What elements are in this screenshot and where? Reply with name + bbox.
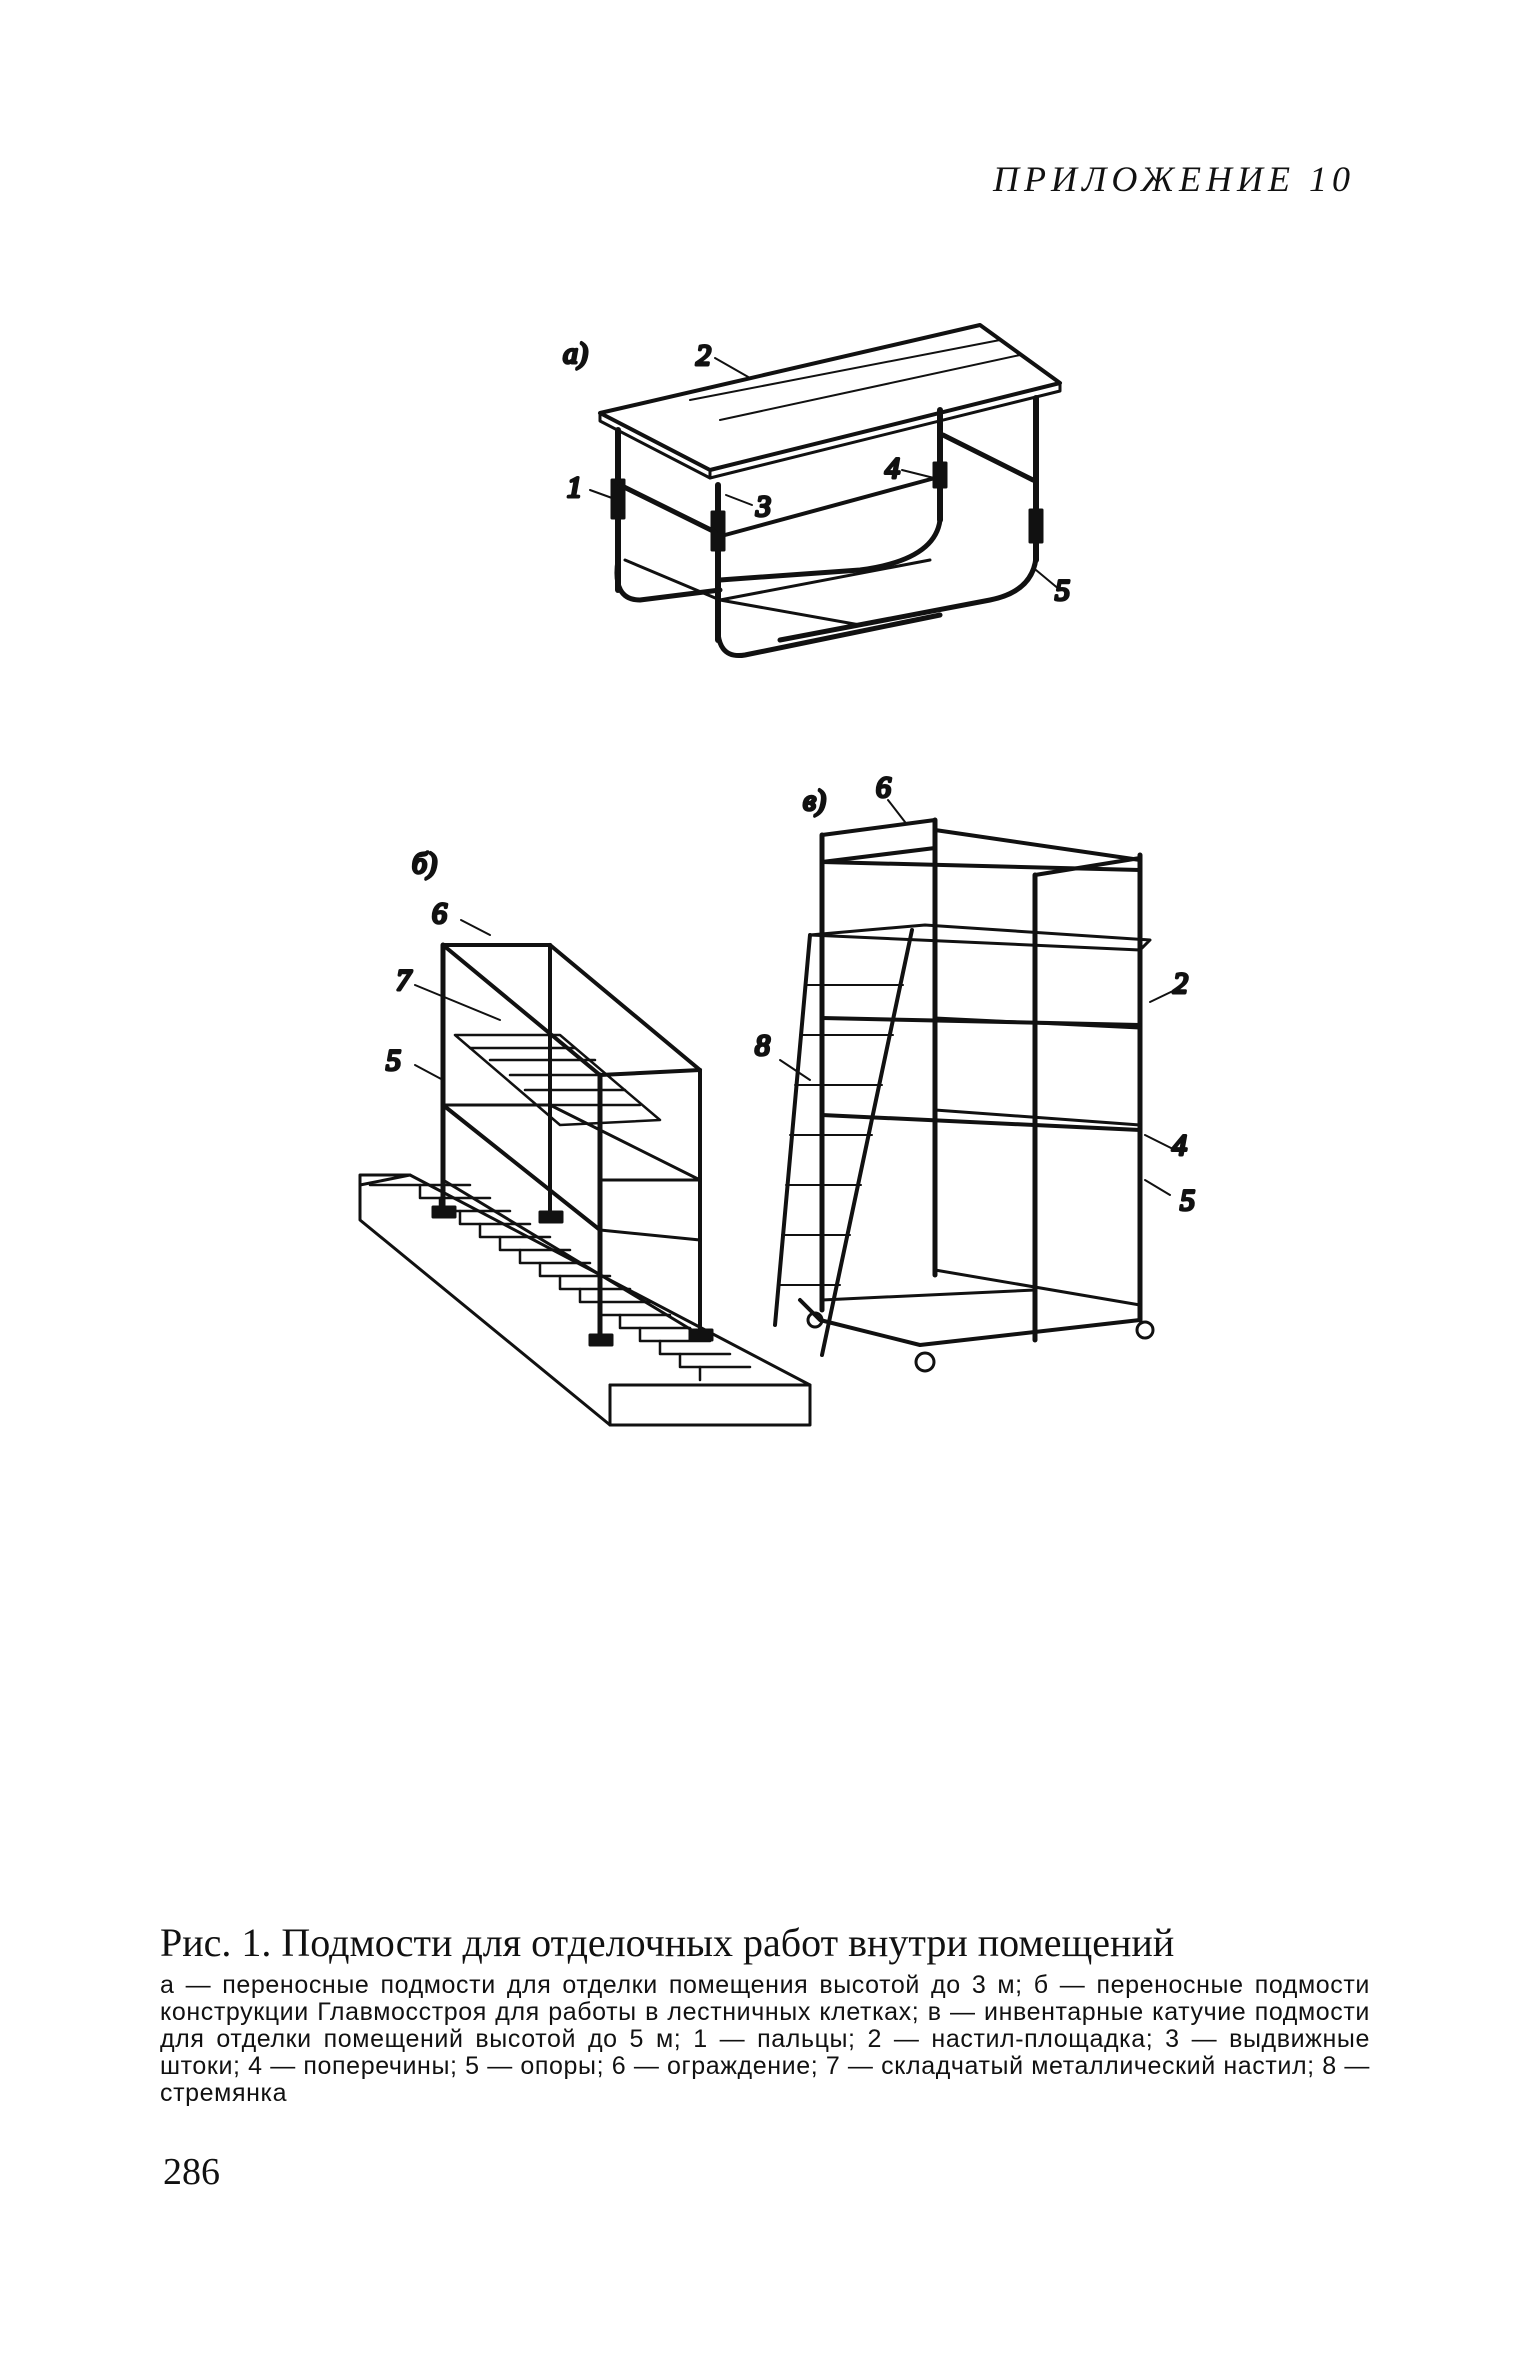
panel-a-callout-5: 5 xyxy=(1055,574,1070,607)
caption-legend: а — переносные подмости для отделки поме… xyxy=(160,1971,1370,2107)
panel-b-callout-7: 7 xyxy=(396,964,413,997)
panel-v-callout-5: 5 xyxy=(1180,1184,1195,1217)
panel-a-drawing xyxy=(589,323,1062,659)
page-number: 286 xyxy=(163,2151,220,2193)
panel-v-callout-6: 6 xyxy=(876,771,891,804)
panel-a-callout-1: 1 xyxy=(567,471,582,504)
panel-v-drawing xyxy=(773,799,1176,1373)
panel-a-callout-2: 2 xyxy=(696,339,711,372)
panel-b-drawing xyxy=(358,919,812,1427)
panel-v-callout-4: 4 xyxy=(1172,1129,1187,1162)
figure-scaffolds: а) 2 1 3 4 5 xyxy=(358,323,1197,1427)
panel-v-label: в) xyxy=(803,784,826,817)
caption-title: Рис. 1. Подмости для отделочных работ вн… xyxy=(160,1920,1175,1965)
panel-b-callout-6: 6 xyxy=(432,897,447,930)
panel-v-callout-8: 8 xyxy=(755,1029,770,1062)
appendix-header: ПРИЛОЖЕНИЕ 10 xyxy=(993,159,1355,199)
panel-a-label: а) xyxy=(563,337,588,370)
panel-a-callout-3: 3 xyxy=(755,490,771,523)
panel-v-callout-2: 2 xyxy=(1173,967,1188,1000)
panel-b-callout-5: 5 xyxy=(386,1044,401,1077)
panel-a-callout-4: 4 xyxy=(885,452,900,485)
figure-caption: Рис. 1. Подмости для отделочных работ вн… xyxy=(160,1920,1370,2107)
deck-side-edge xyxy=(708,381,1062,480)
panel-b-label: б) xyxy=(412,847,437,880)
